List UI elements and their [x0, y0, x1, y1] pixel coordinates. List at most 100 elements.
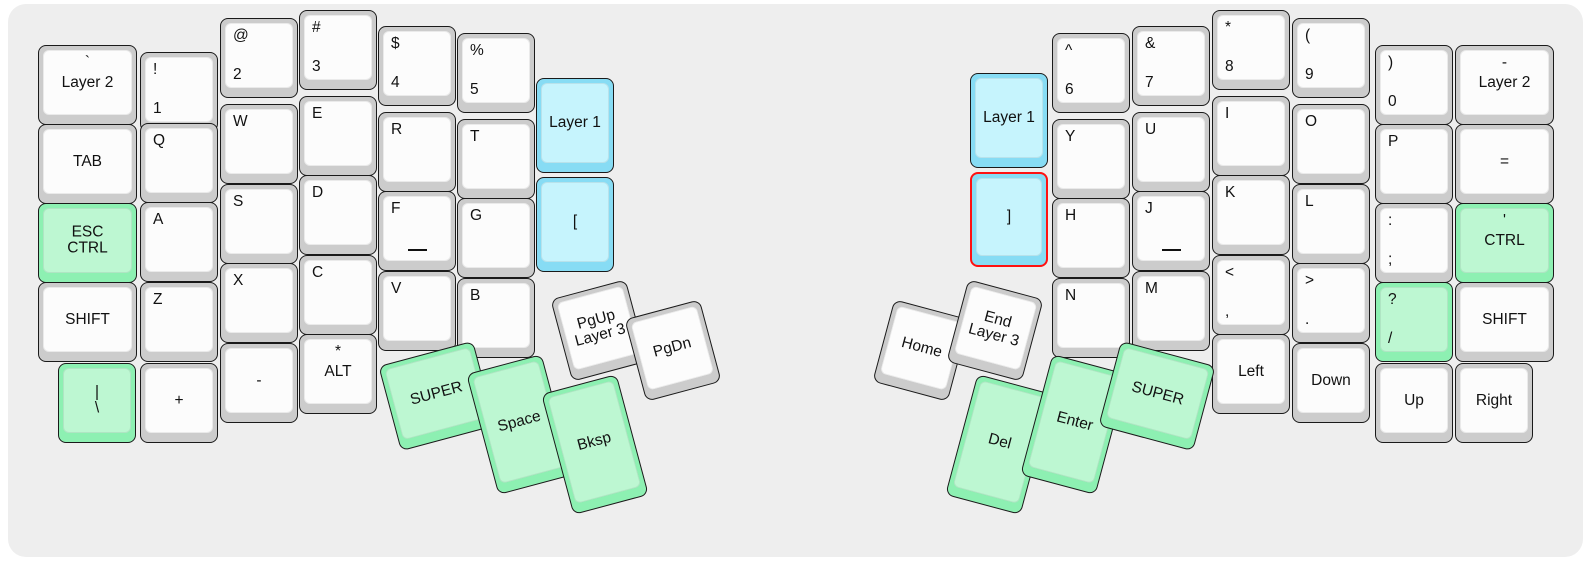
key-x[interactable]: X [220, 263, 298, 343]
key-legend-main-left: Left [1238, 362, 1264, 380]
key-m[interactable]: M [1132, 271, 1210, 351]
key-shift-left[interactable]: SHIFT [38, 282, 137, 362]
key-s[interactable]: S [220, 184, 298, 264]
keycap-e: E [304, 101, 372, 166]
key-layer1-right[interactable]: Layer 1 [970, 73, 1048, 168]
key-bracket-right[interactable]: ] [970, 172, 1048, 267]
keycap-percent-5: %5 [462, 38, 530, 103]
key-shift-right[interactable]: SHIFT [1455, 282, 1554, 362]
key-legend-main-layer1-right: Layer 1 [983, 108, 1035, 126]
key-legend-primary-dollar-4: $ [391, 35, 400, 52]
key-layer1-left[interactable]: Layer 1 [536, 78, 614, 173]
keycap-down: Down [1297, 348, 1365, 413]
key-legend-primary-j: J [1145, 200, 1153, 217]
keycap-z: Z [145, 287, 213, 352]
key-j[interactable]: J [1132, 191, 1210, 271]
key-z[interactable]: Z [140, 282, 218, 362]
key-gt-dot[interactable]: >. [1292, 263, 1370, 343]
key-legend-main-plus: + [174, 391, 184, 409]
key-percent-5[interactable]: %5 [457, 33, 535, 113]
key-q[interactable]: Q [140, 123, 218, 203]
key-u[interactable]: U [1132, 112, 1210, 192]
keycap-layer1-right: Layer 1 [975, 78, 1043, 158]
keycap-shift-left: SHIFT [43, 287, 132, 352]
key-equal[interactable]: = [1455, 124, 1554, 204]
key-legend-primary-a: A [153, 211, 164, 228]
key-legend-main-tab: TAB [73, 152, 102, 170]
key-pipe-backslash[interactable]: |\ [58, 363, 136, 443]
key-dollar-4[interactable]: $4 [378, 26, 456, 106]
key-legend-shifted-star-alt: * [334, 343, 342, 360]
key-bracket-left[interactable]: [ [536, 177, 614, 272]
key-quote-ctrl[interactable]: 'CTRL [1455, 203, 1554, 283]
key-o[interactable]: O [1292, 104, 1370, 184]
key-up[interactable]: Up [1375, 363, 1453, 443]
key-legend-primary-y: Y [1065, 128, 1076, 145]
key-p[interactable]: P [1375, 124, 1453, 204]
key-legend-main-star-alt: ALT [324, 362, 352, 380]
key-grave-layer2[interactable]: `Layer 2 [38, 45, 137, 125]
key-legend-primary-excl-1: ! [153, 61, 158, 78]
keycap-quote-ctrl: 'CTRL [1460, 208, 1549, 273]
key-star-8[interactable]: *8 [1212, 10, 1290, 90]
key-excl-1[interactable]: !1 [140, 52, 218, 132]
key-v[interactable]: V [378, 271, 456, 351]
key-e[interactable]: E [299, 96, 377, 176]
key-w[interactable]: W [220, 104, 298, 184]
key-g[interactable]: G [457, 198, 535, 278]
keycap-paren-9: (9 [1297, 23, 1365, 88]
key-super-right[interactable]: SUPER [1098, 340, 1216, 452]
keycap-quest-slash: ?/ [1380, 287, 1448, 352]
key-paren-0[interactable]: )0 [1375, 45, 1453, 125]
key-at-2[interactable]: @2 [220, 18, 298, 98]
key-amp-7[interactable]: &7 [1132, 26, 1210, 106]
keycap-s: S [225, 189, 293, 254]
key-quest-slash[interactable]: ?/ [1375, 282, 1453, 362]
key-d[interactable]: D [299, 175, 377, 255]
key-minus[interactable]: - [220, 343, 298, 423]
key-legend-shifted-quote-ctrl: ' [1503, 212, 1506, 229]
key-down[interactable]: Down [1292, 343, 1370, 423]
key-k[interactable]: K [1212, 175, 1290, 255]
key-a[interactable]: A [140, 202, 218, 282]
key-minus-layer2[interactable]: -Layer 2 [1455, 45, 1554, 125]
key-legend-line-2-pipe-backslash: \ [94, 399, 100, 417]
key-c[interactable]: C [299, 255, 377, 335]
key-l[interactable]: L [1292, 184, 1370, 264]
key-tab[interactable]: TAB [38, 124, 137, 204]
key-hash-3[interactable]: #3 [299, 10, 377, 90]
key-h[interactable]: H [1052, 198, 1130, 278]
keycap-f: F [383, 196, 451, 261]
keycap-v: V [383, 276, 451, 341]
key-colon-semi[interactable]: :; [1375, 203, 1453, 283]
key-lt-comma[interactable]: <, [1212, 255, 1290, 335]
keycap-n: N [1057, 283, 1125, 348]
keycap-hash-3: #3 [304, 15, 372, 80]
key-y[interactable]: Y [1052, 119, 1130, 199]
key-legend-primary-t: T [470, 128, 480, 145]
keycap-super-right: SUPER [1105, 346, 1210, 441]
key-legend-primary-w: W [233, 113, 248, 130]
key-paren-9[interactable]: (9 [1292, 18, 1370, 98]
key-legend-primary-e: E [312, 105, 323, 122]
key-legend-primary-x: X [233, 272, 244, 289]
key-legend-primary-m: M [1145, 280, 1158, 297]
key-star-alt[interactable]: * ALT [299, 334, 377, 414]
key-legend-primary-at-2: @ [233, 27, 249, 44]
key-caret-6[interactable]: ^6 [1052, 33, 1130, 113]
key-right[interactable]: Right [1455, 363, 1533, 443]
key-f[interactable]: F [378, 191, 456, 271]
key-r[interactable]: R [378, 112, 456, 192]
key-i[interactable]: I [1212, 96, 1290, 176]
keycap-dollar-4: $4 [383, 31, 451, 96]
key-legend-primary-colon-semi: : [1388, 212, 1393, 229]
keycap-paren-0: )0 [1380, 50, 1448, 115]
key-legend-main-layer1-left: Layer 1 [549, 113, 601, 131]
key-legend-main-grave-layer2: Layer 2 [61, 73, 114, 91]
key-left[interactable]: Left [1212, 334, 1290, 414]
key-n[interactable]: N [1052, 278, 1130, 358]
key-plus[interactable]: + [140, 363, 218, 443]
